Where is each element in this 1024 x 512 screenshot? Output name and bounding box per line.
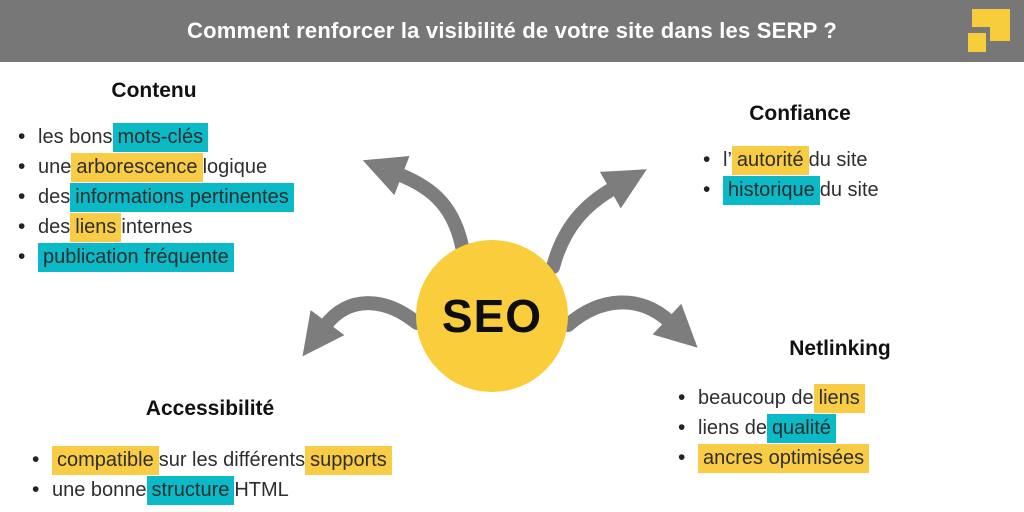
- highlighted-keyword: liens: [70, 212, 122, 242]
- seo-label: SEO: [441, 290, 543, 342]
- highlighted-keyword: supports: [305, 445, 392, 475]
- list-text: des: [38, 215, 71, 238]
- bullet-icon: •: [678, 386, 686, 409]
- accessibilite-list: •compatible sur les différents supports•…: [32, 445, 392, 505]
- highlighted-keyword: compatible: [52, 445, 159, 475]
- list-item: • les bons mots-clés: [18, 122, 294, 152]
- list-text: sur les différents: [158, 448, 306, 471]
- arrow-to-confiance-icon: [546, 169, 647, 274]
- arrow-to-accessibilite-icon: [302, 296, 424, 357]
- seo-center-circle: SEO: [416, 240, 568, 392]
- list-item: • une arborescence logique: [18, 152, 294, 182]
- logo-big-square: [972, 9, 1010, 41]
- list-text: HTML: [234, 478, 289, 501]
- list-item: • beaucoup de liens: [678, 383, 869, 413]
- highlighted-keyword: qualité: [766, 413, 836, 443]
- section-title-accessibilite: Accessibilité: [145, 397, 275, 420]
- bullet-icon: •: [18, 215, 26, 238]
- list-text: une bonne: [52, 478, 147, 501]
- highlighted-keyword: arborescence: [71, 152, 203, 182]
- list-item: • des liens internes: [18, 212, 294, 242]
- section-title-confiance: Confiance: [749, 102, 851, 125]
- bullet-icon: •: [18, 245, 26, 268]
- list-item: • historique du site: [703, 175, 879, 205]
- brand-logo-svg: [968, 9, 1010, 52]
- bullet-icon: •: [678, 416, 686, 439]
- header-bar: Comment renforcer la visibilité de votre…: [0, 0, 1024, 62]
- list-text: des: [38, 185, 71, 208]
- bullet-icon: •: [678, 446, 686, 469]
- logo-small-square: [968, 33, 986, 52]
- list-text: logique: [202, 155, 268, 178]
- bullet-icon: •: [32, 448, 40, 471]
- highlighted-keyword: structure: [146, 475, 235, 505]
- confiance-list: • l’autorité du site • historique du site: [703, 145, 879, 205]
- highlighted-keyword: informations pertinentes: [70, 182, 294, 212]
- list-text: une: [38, 155, 72, 178]
- list-item: • l’autorité du site: [703, 145, 879, 175]
- highlighted-keyword: historique: [723, 175, 820, 205]
- list-item: • publication fréquente: [18, 242, 294, 272]
- highlighted-keyword: ancres optimisées: [698, 443, 870, 473]
- page-title: Comment renforcer la visibilité de votre…: [186, 18, 837, 43]
- list-text: du site: [808, 148, 868, 171]
- highlighted-keyword: mots-clés: [112, 122, 209, 152]
- list-item: • des informations pertinentes: [18, 182, 294, 212]
- arrow-to-contenu-icon: [362, 155, 470, 258]
- list-item: • ancres optimisées: [678, 443, 870, 473]
- bullet-icon: •: [703, 148, 711, 171]
- arrow-to-netlinking-icon: [561, 295, 698, 348]
- highlighted-keyword: publication fréquente: [38, 242, 234, 272]
- netlinking-list: • beaucoup de liens • liens de qualité • ancr…: [678, 383, 870, 473]
- section-title-contenu: Contenu: [111, 79, 197, 102]
- list-text: l’: [723, 148, 732, 171]
- list-item: • liens de qualité: [678, 413, 869, 443]
- contenu-list: • les bons mots-clés • une arborescence log…: [18, 122, 294, 272]
- bullet-icon: •: [18, 185, 26, 208]
- bullet-icon: •: [18, 155, 26, 178]
- list-text: beaucoup de: [698, 386, 814, 409]
- list-item: • une bonne structure HTML: [32, 475, 392, 505]
- bullet-icon: •: [32, 478, 40, 501]
- list-text: du site: [819, 178, 879, 201]
- section-title-netlinking: Netlinking: [789, 337, 891, 360]
- list-text: liens de: [698, 416, 767, 439]
- bullet-icon: •: [18, 125, 26, 148]
- highlighted-keyword: liens: [813, 383, 865, 413]
- highlighted-keyword: autorité: [731, 145, 809, 175]
- bullet-icon: •: [703, 178, 711, 201]
- list-text: internes: [121, 215, 193, 238]
- list-item: • compatible sur les différents supports: [32, 445, 392, 475]
- brand-logo-icon: [960, 9, 1012, 55]
- list-text: les bons: [38, 125, 113, 148]
